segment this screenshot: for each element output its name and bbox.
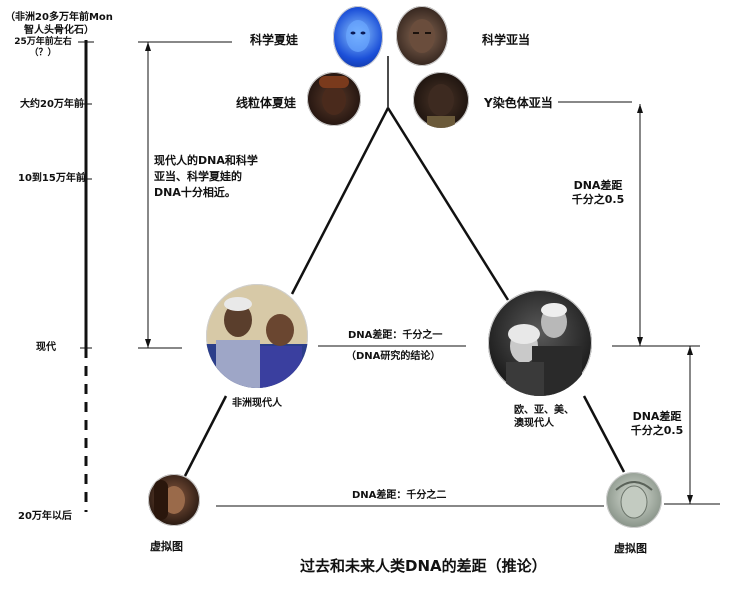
left-bracket-arrow-up <box>145 42 151 51</box>
y-chromosome-adam-portrait <box>413 72 469 128</box>
timeline-label-future: 20万年以后 <box>18 511 72 522</box>
eurasian-modern-humans-photo <box>488 290 592 396</box>
right-lower-arrow-up <box>687 346 693 355</box>
dna-difference-mid: DNA差距：千分之一 <box>348 330 443 341</box>
mitochondrial-eve-label: 线粒体夏娃 <box>236 96 297 110</box>
timeline-label-200k: 大约20万年前 <box>20 99 84 110</box>
timeline-label-now: 现代 <box>36 342 56 353</box>
dna-difference-mid-source: （DNA研究的结论） <box>346 351 441 362</box>
dna-difference-right-upper: DNA差距 千分之0.5 <box>571 179 625 206</box>
african-modern-humans-photo <box>206 284 308 388</box>
right-upper-arrow-up <box>637 104 643 113</box>
tri-line-left-lower <box>183 395 228 477</box>
right-lower-arrow-down <box>687 495 693 504</box>
left-bracket-arrow-down <box>145 339 151 348</box>
y-chromosome-adam-label: Y染色体亚当 <box>484 96 553 110</box>
science-eve-label: 科学夏娃 <box>250 33 299 47</box>
simulated-future-eurasian-image <box>606 472 662 528</box>
diagram-title: 过去和未来人类DNA的差距（推论） <box>300 557 547 575</box>
dna-difference-right-lower: DNA差距 千分之0.5 <box>630 410 684 437</box>
tri-line-right-lower <box>582 395 626 473</box>
mitochondrial-eve-portrait <box>307 72 361 126</box>
dna-similarity-note: 现代人的DNA和科学亚当、科学夏娃的DNA十分相近。 <box>154 154 258 199</box>
eurasian-modern-humans-label: 欧、亚、美、 澳现代人 <box>514 405 574 429</box>
timeline-label-100k: 10到15万年前 <box>18 173 86 184</box>
science-eve-portrait <box>333 6 383 68</box>
simulated-image-label-left: 虚拟图 <box>150 540 183 553</box>
simulated-image-label-right: 虚拟图 <box>614 542 647 555</box>
tri-line-left-upper <box>290 107 390 295</box>
timeline-label-250k: 25万年前左右 （？） <box>14 37 72 59</box>
science-adam-portrait <box>396 6 448 66</box>
fossil-note: （非洲20多万年前Mon 智人头骨化石） <box>5 12 113 36</box>
african-modern-humans-label: 非洲现代人 <box>232 398 282 409</box>
science-adam-label: 科学亚当 <box>482 33 531 47</box>
right-upper-arrow-down <box>637 337 643 346</box>
tri-line-right-upper <box>386 107 510 301</box>
simulated-future-african-image <box>148 474 200 526</box>
dna-difference-bottom: DNA差距：千分之二 <box>352 490 447 501</box>
